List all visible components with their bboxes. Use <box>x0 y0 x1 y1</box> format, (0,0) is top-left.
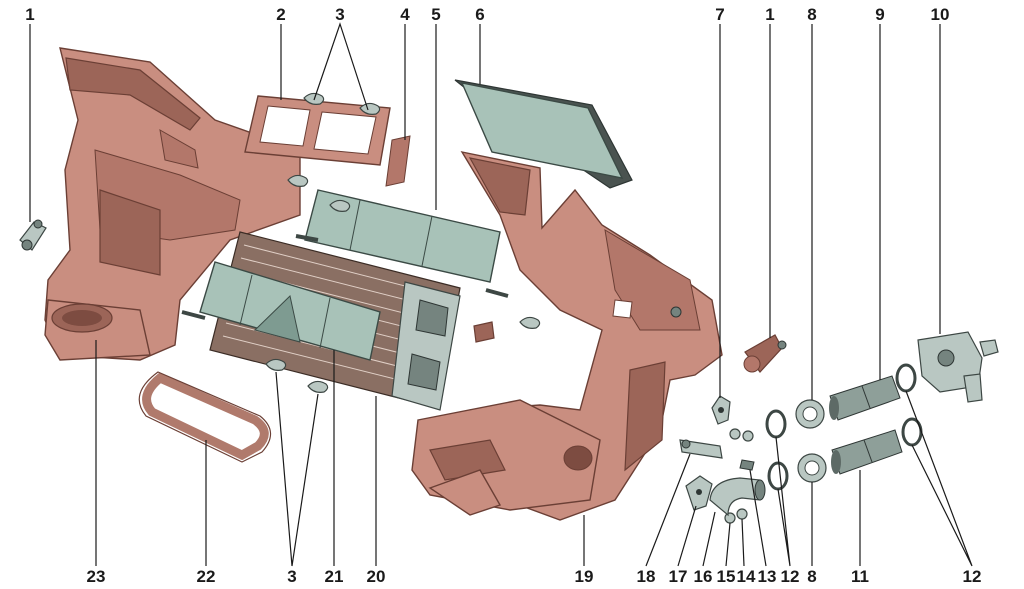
callout-6: 6 <box>475 5 484 24</box>
callout-13: 13 <box>758 567 777 586</box>
callout-8-top: 8 <box>807 5 816 24</box>
nuts <box>724 428 755 524</box>
callout-2: 2 <box>276 5 285 24</box>
elbow-pipe <box>709 477 766 517</box>
callout-21: 21 <box>325 567 344 586</box>
callout-1-right: 1 <box>765 5 774 24</box>
callout-15: 15 <box>717 567 736 586</box>
clamp-left <box>19 219 47 251</box>
callout-10: 10 <box>931 5 950 24</box>
callout-12-left: 12 <box>781 567 800 586</box>
callout-5: 5 <box>431 5 440 24</box>
callout-16: 16 <box>694 567 713 586</box>
heater-valve <box>917 331 999 403</box>
hose-upper <box>829 375 901 421</box>
callout-3-bottom: 3 <box>287 567 296 586</box>
front-filter <box>181 261 381 361</box>
callout-19: 19 <box>575 567 594 586</box>
callout-11: 11 <box>851 567 869 586</box>
callout-9: 9 <box>875 5 884 24</box>
flange-gasket-lower <box>685 475 713 511</box>
callout-4: 4 <box>400 5 410 24</box>
clamp-right <box>743 334 787 373</box>
spring-clips-lower <box>265 358 329 393</box>
filter-damper <box>295 189 509 298</box>
sealing-rings <box>795 399 827 483</box>
callout-17: 17 <box>669 567 688 586</box>
right-housing-half <box>411 150 723 521</box>
callout-labels: 1 2 3 4 5 6 7 1 8 9 10 23 22 3 21 20 19 … <box>25 5 981 586</box>
left-housing-half <box>44 47 301 361</box>
frame-plate <box>244 95 391 166</box>
flange-gasket-upper <box>711 395 731 425</box>
callout-18: 18 <box>637 567 656 586</box>
seal-strip <box>385 135 411 187</box>
callout-12-right: 12 <box>963 567 982 586</box>
callout-14: 14 <box>737 567 756 586</box>
callout-8-bottom: 8 <box>807 567 816 586</box>
spring-clips-middle <box>473 306 682 343</box>
hose-lower <box>831 429 903 475</box>
callout-7: 7 <box>715 5 724 24</box>
callout-20: 20 <box>367 567 386 586</box>
filter-panel <box>454 79 633 189</box>
bracket <box>679 439 723 459</box>
callout-3-top: 3 <box>335 5 344 24</box>
leader-lines <box>29 22 973 567</box>
callout-1-left: 1 <box>25 5 34 24</box>
callout-22: 22 <box>197 567 216 586</box>
callout-23: 23 <box>87 567 106 586</box>
seal-gasket <box>138 371 272 463</box>
